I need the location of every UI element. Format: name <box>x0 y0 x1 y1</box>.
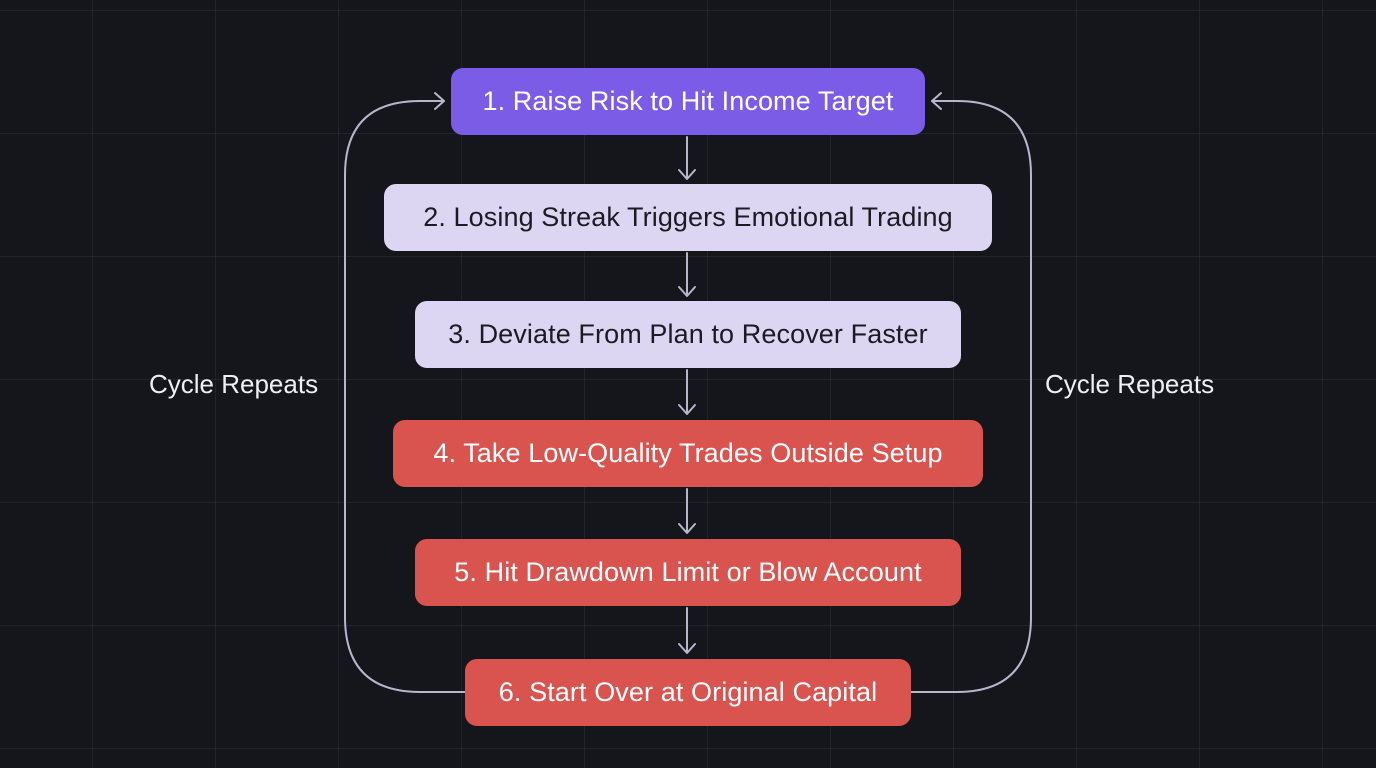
cycle-repeats-label-right: Cycle Repeats <box>1045 369 1215 399</box>
arrow-1-to-2 <box>678 136 696 180</box>
step-box-4: 4. Take Low-Quality Trades Outside Setup <box>393 420 983 487</box>
step-box-2: 2. Losing Streak Triggers Emotional Trad… <box>384 184 992 251</box>
step-box-5: 5. Hit Drawdown Limit or Blow Account <box>415 539 961 606</box>
step-4-label: 4. Take Low-Quality Trades Outside Setup <box>433 438 943 468</box>
step-box-6: 6. Start Over at Original Capital <box>465 659 911 726</box>
arrow-2-to-3 <box>678 252 696 297</box>
arrow-3-to-4 <box>678 369 696 415</box>
step-box-1: 1. Raise Risk to Hit Income Target <box>451 68 925 135</box>
step-2-label: 2. Losing Streak Triggers Emotional Trad… <box>423 202 953 232</box>
step-box-3: 3. Deviate From Plan to Recover Faster <box>415 301 961 368</box>
step-6-label: 6. Start Over at Original Capital <box>498 677 878 707</box>
step-3-label: 3. Deviate From Plan to Recover Faster <box>448 319 928 349</box>
cycle-repeats-label-left: Cycle Repeats <box>149 369 319 399</box>
loop-left-arrow <box>344 92 466 693</box>
loop-right-arrow <box>910 92 1032 693</box>
arrow-4-to-5 <box>678 488 696 534</box>
step-5-label: 5. Hit Drawdown Limit or Blow Account <box>454 557 922 587</box>
arrow-5-to-6 <box>678 607 696 654</box>
step-1-label: 1. Raise Risk to Hit Income Target <box>482 86 894 116</box>
